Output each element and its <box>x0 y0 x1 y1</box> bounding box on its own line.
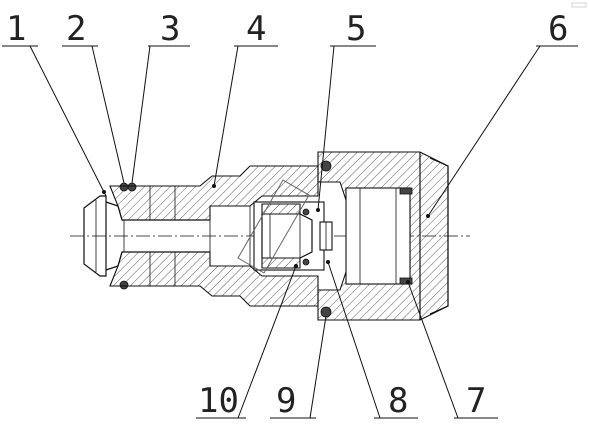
label-4: 4 <box>212 9 278 188</box>
label-5: 5 <box>316 9 376 212</box>
svg-text:6: 6 <box>548 9 568 49</box>
part-4-body <box>109 165 319 307</box>
svg-text:10: 10 <box>198 381 239 421</box>
corner-mark <box>571 2 587 8</box>
svg-text:7: 7 <box>466 381 486 421</box>
label-3: 3 <box>131 9 190 184</box>
label-2: 2 <box>62 9 125 184</box>
svg-text:4: 4 <box>246 9 266 49</box>
svg-text:3: 3 <box>160 9 180 49</box>
watermark-logo <box>237 179 310 274</box>
svg-text:8: 8 <box>388 381 408 421</box>
part-9-o-ring <box>320 306 332 318</box>
label-7: 7 <box>406 280 498 421</box>
svg-text:2: 2 <box>66 9 86 49</box>
label-10: 10 <box>196 264 298 421</box>
svg-text:1: 1 <box>6 9 26 49</box>
svg-text:5: 5 <box>346 9 366 49</box>
label-8: 8 <box>326 260 418 421</box>
spool-internals <box>253 201 333 271</box>
label-6: 6 <box>426 9 578 218</box>
svg-text:9: 9 <box>276 381 296 421</box>
label-1: 1 <box>2 9 107 197</box>
label-9: 9 <box>270 315 327 421</box>
part-5-6-housing <box>317 151 449 321</box>
part-5-o-ring <box>320 160 332 172</box>
